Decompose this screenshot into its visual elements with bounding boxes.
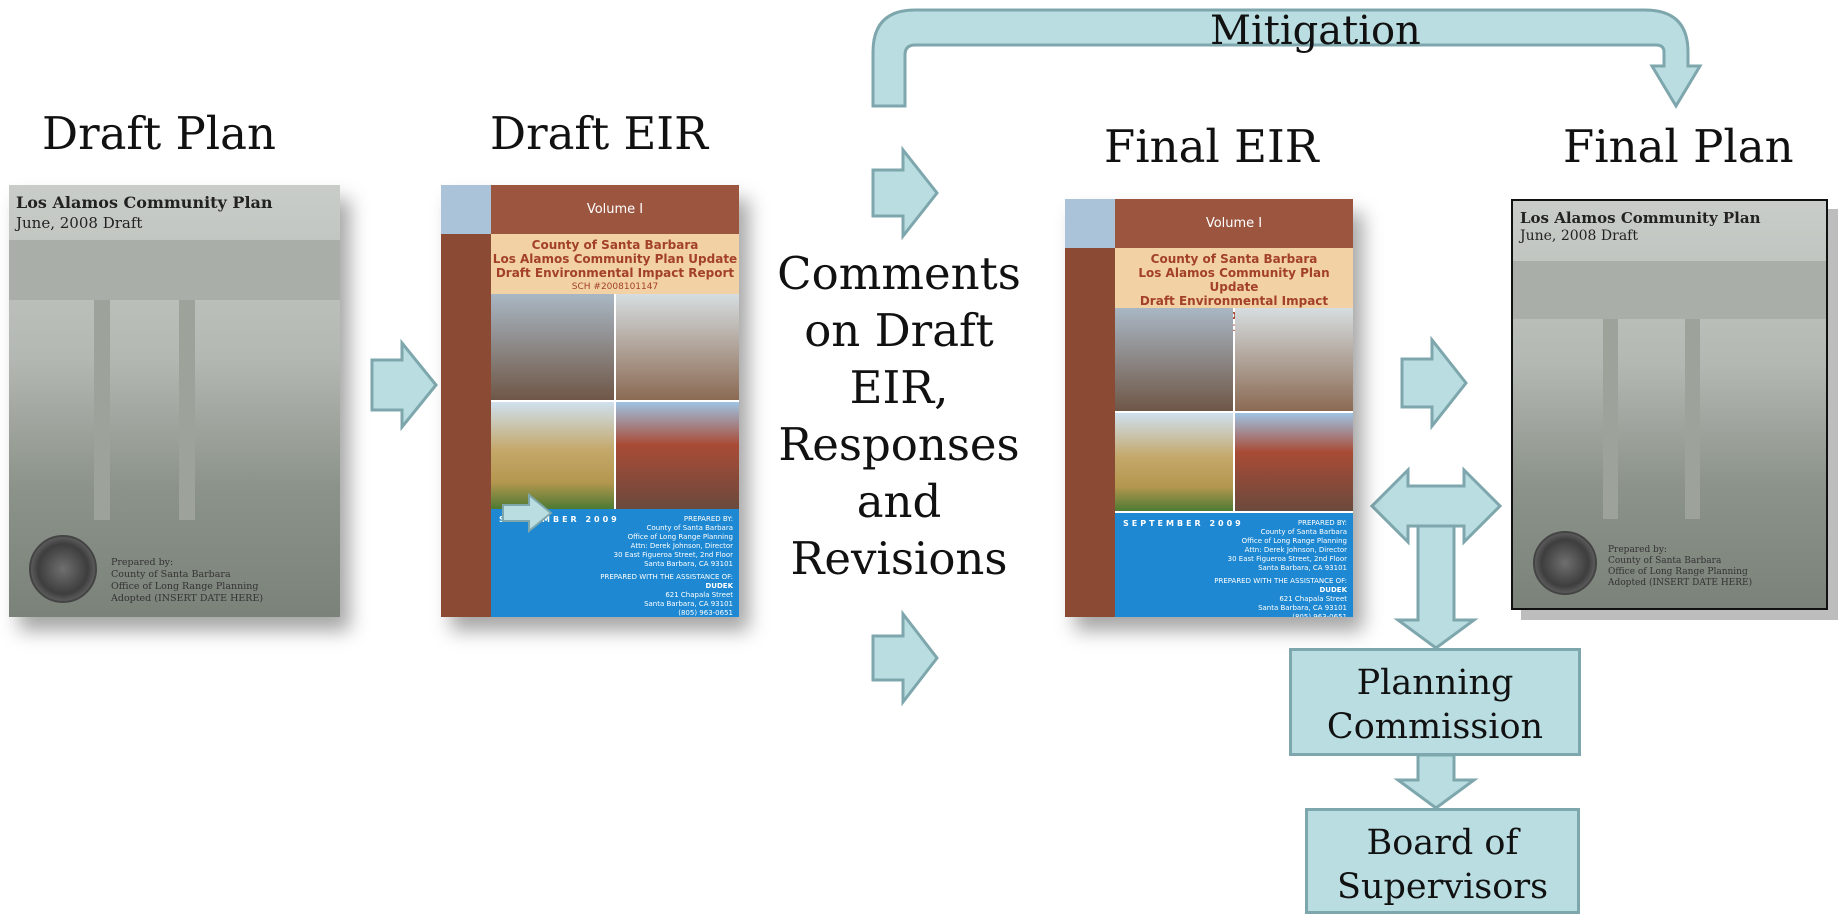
eir-photo <box>1235 308 1353 411</box>
plan-cover-prepared: Prepared by:County of Santa Barbara Offi… <box>1608 545 1753 588</box>
canopy-graphic <box>1513 261 1826 319</box>
arrow-plan-to-eir <box>370 338 438 432</box>
eir-volume: Volume I <box>491 185 739 234</box>
double-arrow <box>1369 466 1503 546</box>
arrow-to-planning-commission <box>1393 524 1479 650</box>
plan-cover-title: Los Alamos Community Plan <box>1520 209 1761 227</box>
label-draft-eir: Draft EIR <box>490 107 708 160</box>
canopy-graphic <box>9 240 340 300</box>
pillar-graphic <box>179 300 195 520</box>
eir-volume: Volume I <box>1115 199 1353 248</box>
label-final-eir: Final EIR <box>1104 120 1319 173</box>
eir-photo <box>616 294 739 400</box>
eir-photo <box>616 402 739 509</box>
eir-photo <box>491 402 614 509</box>
arrow-to-board <box>1393 753 1479 810</box>
eir-corner-block <box>441 185 491 234</box>
eir-left-bar <box>441 185 491 617</box>
mitigation-label: Mitigation <box>1210 8 1421 54</box>
eir-photo <box>1235 413 1353 511</box>
mitigation-arrow <box>871 8 1703 109</box>
eir-photo <box>491 294 614 400</box>
eir-photo <box>1115 413 1233 511</box>
plan-cover-prepared: Prepared by:County of Santa Barbara Offi… <box>111 557 264 604</box>
planning-seal-icon <box>1533 531 1597 595</box>
eir-corner-block <box>1065 199 1115 248</box>
pillar-graphic <box>94 300 110 520</box>
eir-left-bar <box>1065 199 1115 617</box>
label-final-plan: Final Plan <box>1563 120 1794 173</box>
label-draft-plan: Draft Plan <box>42 107 276 160</box>
draft-plan-cover: Los Alamos Community Plan June, 2008 Dra… <box>9 185 340 617</box>
arrow-overlay-icon <box>502 493 553 533</box>
arrow-eir-to-plan <box>1400 335 1468 431</box>
planning-seal-icon <box>29 535 97 603</box>
eir-photo <box>1115 308 1233 411</box>
eir-bottom-block: SEPTEMBER 2009 PREPARED BY:County of San… <box>1115 513 1353 617</box>
pillar-graphic <box>1685 319 1700 519</box>
arrow-comments-lower <box>871 609 939 707</box>
arrow-comments-upper <box>871 145 939 241</box>
plan-cover-subtitle: June, 2008 Draft <box>16 214 143 232</box>
plan-cover-title: Los Alamos Community Plan <box>16 193 273 212</box>
pillar-graphic <box>1603 319 1618 519</box>
plan-cover-subtitle: June, 2008 Draft <box>1520 228 1638 244</box>
final-plan-cover: Los Alamos Community Plan June, 2008 Dra… <box>1511 199 1828 610</box>
